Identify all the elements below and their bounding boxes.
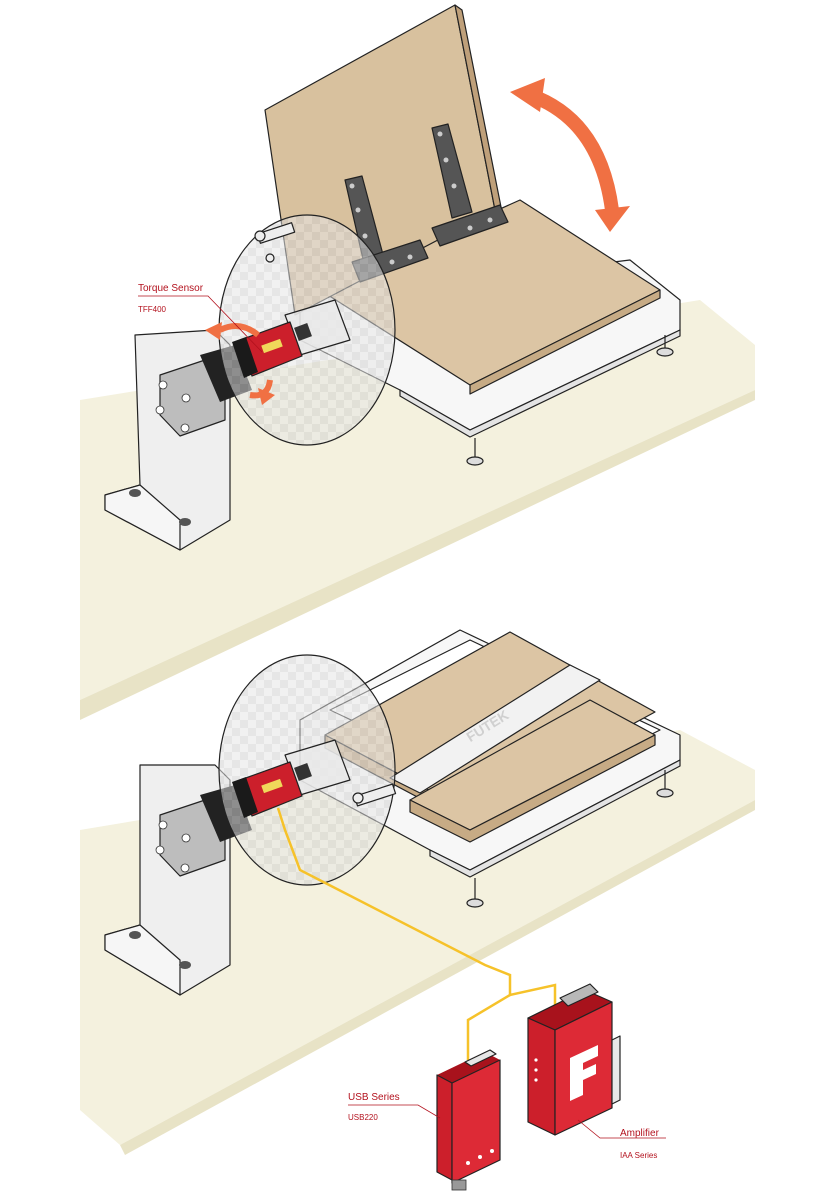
torque-rotation-arrow [205, 322, 275, 405]
scene-open-lid: 110° [80, 4, 755, 720]
shelf-edge [120, 800, 755, 1155]
base-plate-edge [429, 759, 681, 878]
amplifier-device [527, 983, 621, 1136]
usb-model: USB220 [348, 1113, 378, 1122]
usb-title: USB Series [348, 1092, 400, 1103]
board-front-edge [409, 734, 656, 843]
torque-sensor-callout: Torque Sensor TFF400 [138, 283, 263, 353]
torque-sensor [232, 761, 312, 818]
hinge-right [431, 123, 509, 247]
scene-closed-lid: FUTEK [80, 629, 755, 1191]
usb-callout: USB Series USB220 [348, 1092, 441, 1122]
angle-label: 110° [551, 152, 575, 166]
seat-board-edge [469, 289, 661, 395]
amplifier-logo-icon [570, 1045, 598, 1101]
torque-sensor-title: Torque Sensor [138, 283, 204, 294]
amplifier-title: Amplifier [620, 1128, 660, 1139]
shaft-coupling [254, 222, 351, 356]
center-strap [389, 664, 601, 794]
leveling-feet [466, 335, 674, 466]
amplifier-model: IAA Series [620, 1151, 657, 1160]
usb-device [436, 1049, 501, 1191]
torque-sensor-model: TFF400 [138, 305, 167, 314]
rotation-arrow: 110° [510, 78, 630, 232]
amplifier-callout: Amplifier IAA Series [577, 1119, 666, 1160]
shelf-edge [80, 390, 755, 720]
base-plate-edge [399, 329, 681, 438]
signal-cables [276, 807, 557, 1060]
leveling-feet [466, 770, 674, 908]
